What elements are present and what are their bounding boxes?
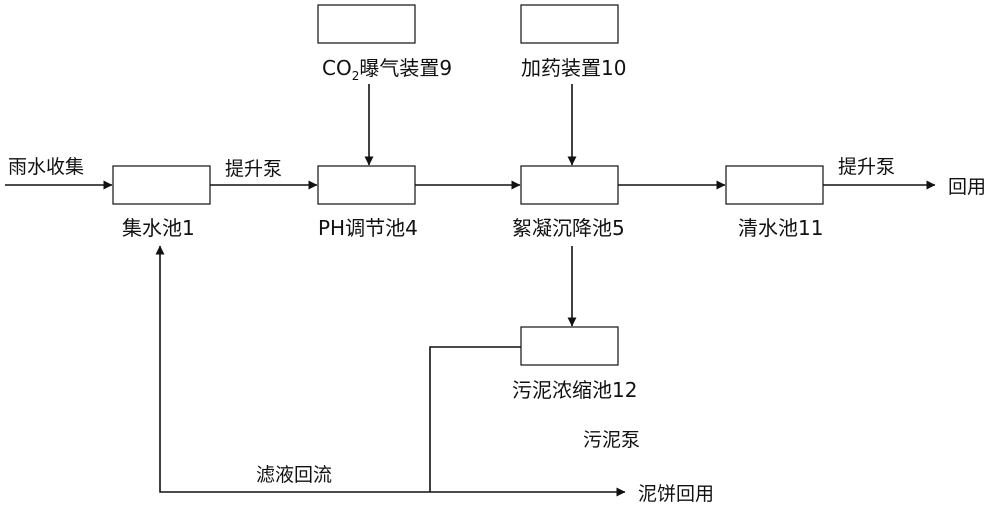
co2-aeration-device-label: CO2曝气装置9	[322, 56, 452, 83]
dosing-device-box	[520, 4, 619, 44]
clear-water-tank-box	[725, 165, 824, 205]
sludge-pump-label: 污泥泵	[583, 429, 640, 451]
reuse-label: 回用	[948, 176, 986, 198]
sludge-thickening-tank-box	[520, 326, 619, 366]
collection-tank-label: 集水池1	[122, 216, 195, 240]
flocculation-settling-tank-box	[520, 165, 619, 205]
sludge-filter-line	[429, 346, 521, 492]
cake-reuse-label: 泥饼回用	[638, 483, 714, 505]
lift-pump-label-1: 提升泵	[225, 158, 282, 180]
filtrate-return-label: 滤液回流	[256, 464, 332, 486]
collection-tank-box	[112, 165, 211, 205]
filtrate-return-arrow	[155, 245, 430, 493]
dosing-device-label: 加药装置10	[521, 56, 626, 80]
ph-adjustment-tank-label: PH调节池4	[318, 216, 418, 240]
lift-pump-label-2: 提升泵	[838, 156, 895, 178]
flocculation-settling-tank-label: 絮凝沉降池5	[512, 216, 625, 240]
ph-adjustment-tank-box	[317, 165, 416, 205]
rainwater-collection-label: 雨水收集	[8, 156, 84, 178]
clear-water-tank-label: 清水池11	[738, 216, 823, 240]
co2-aeration-device-box	[317, 4, 416, 44]
sludge-thickening-tank-label: 污泥浓缩池12	[512, 378, 637, 402]
